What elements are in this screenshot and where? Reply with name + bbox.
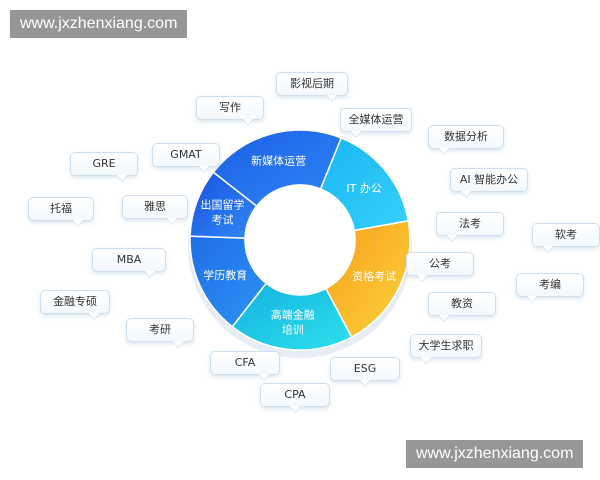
bubble-teacher-cert[interactable]: 教资 [428,292,496,316]
watermark-bottom: www.jxzhenxiang.com [406,440,584,468]
bubble-gmat[interactable]: GMAT [152,143,220,167]
bubble-law-exam[interactable]: 法考 [436,212,504,236]
bubble-civil-exam[interactable]: 公考 [406,252,474,276]
bubble-cpa[interactable]: CPA [260,383,330,407]
ring-label-it: IT 办公 [346,182,381,195]
bubble-allmedia[interactable]: 全媒体运营 [340,108,412,132]
ring-label-degree: 学历教育 [203,268,247,282]
bubble-toefl[interactable]: 托福 [28,197,94,221]
bubble-data-analysis[interactable]: 数据分析 [428,125,504,149]
ring-label-media: 新媒体运营 [251,153,306,167]
bubble-finance-master[interactable]: 金融专硕 [40,290,110,314]
bubble-cfa[interactable]: CFA [210,351,280,375]
bubble-soft-exam[interactable]: 软考 [532,223,600,247]
bubble-video-post[interactable]: 影视后期 [276,72,348,96]
watermark-top: www.jxzhenxiang.com [10,10,188,38]
ring-center [245,185,355,295]
bubble-postgrad[interactable]: 考研 [126,318,194,342]
ring-label-abroad: 出国留学考试 [200,197,244,226]
bubble-esg[interactable]: ESG [330,357,400,381]
bubble-writing[interactable]: 写作 [196,96,264,120]
bubble-staff-exam[interactable]: 考编 [516,273,584,297]
ring-label-cert: 资格考试 [352,269,396,283]
bubble-job-hunt[interactable]: 大学生求职 [410,334,482,358]
bubble-mba[interactable]: MBA [92,248,166,272]
ring-label-finance: 高端金融培训 [271,308,315,337]
bubble-ielts[interactable]: 雅思 [122,195,188,219]
bubble-ai-office[interactable]: AI 智能办公 [450,168,528,192]
bubble-gre[interactable]: GRE [70,152,138,176]
